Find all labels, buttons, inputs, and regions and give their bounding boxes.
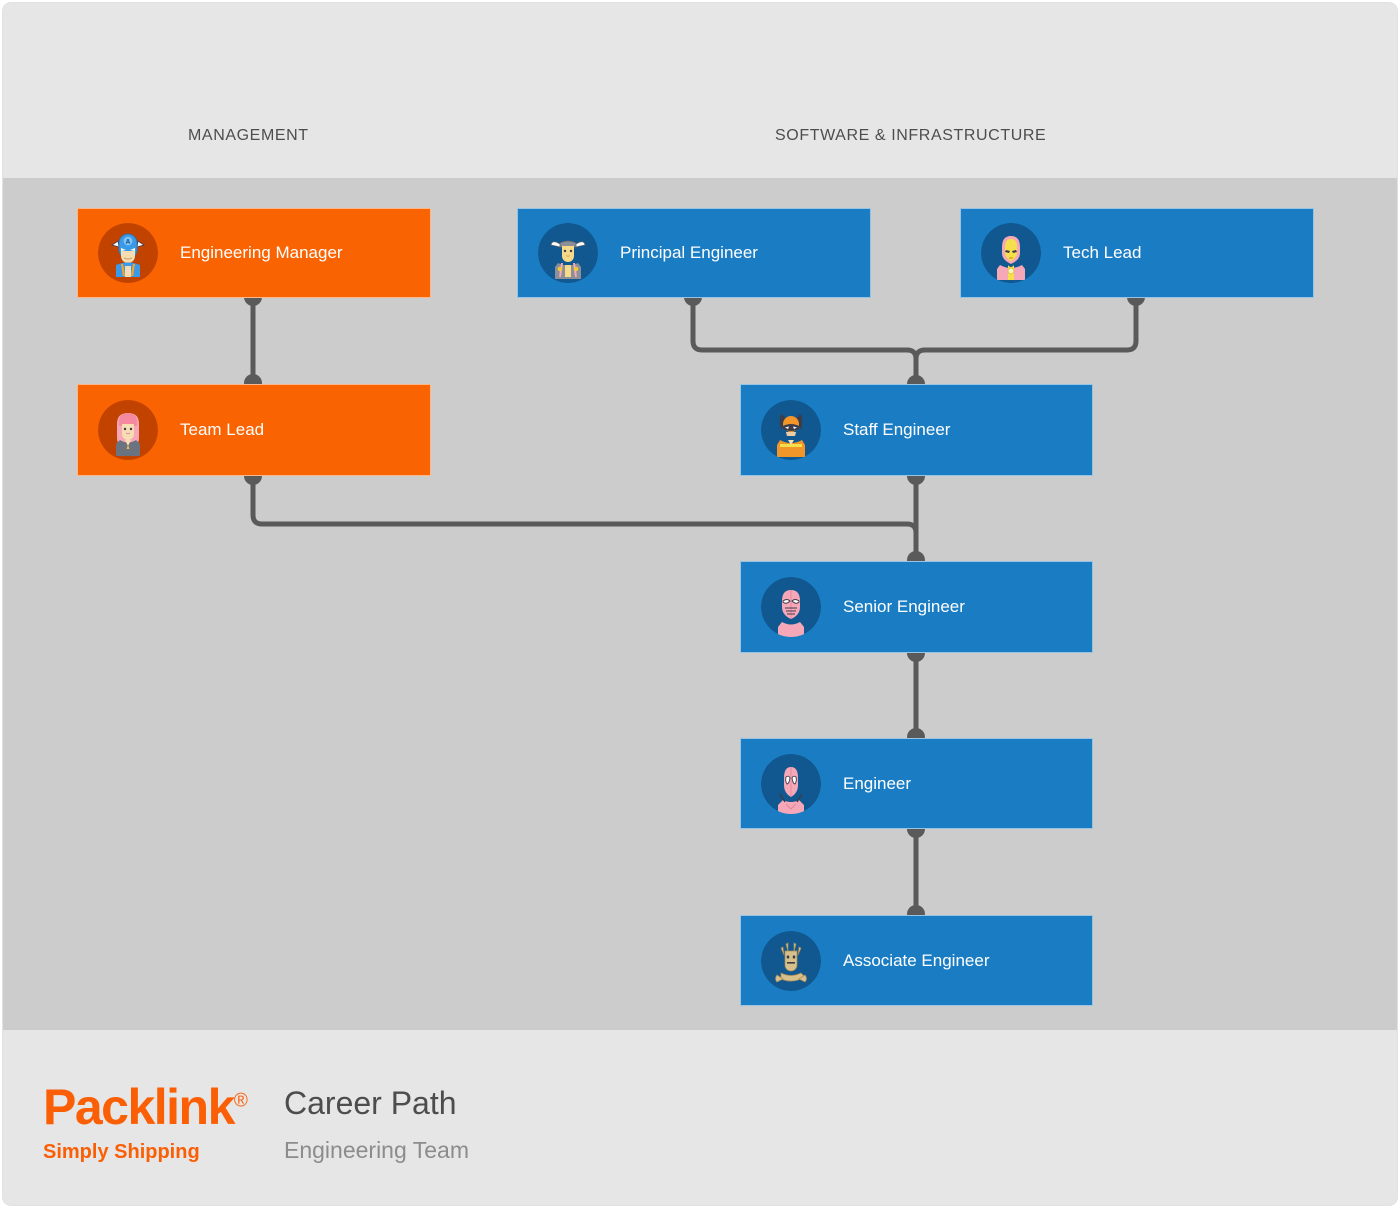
registered-trademark-icon: ® xyxy=(233,1090,248,1112)
node-associate-engineer[interactable]: Associate Engineer xyxy=(740,915,1093,1006)
node-label: Engineer xyxy=(843,773,912,793)
diagram-frame: MANAGEMENT SOFTWARE & INFRASTRUCTURE xyxy=(3,3,1397,1205)
column-header-software-infrastructure: SOFTWARE & INFRASTRUCTURE xyxy=(775,127,1047,144)
node-label: Senior Engineer xyxy=(843,597,965,616)
brand-wordmark: Packlink xyxy=(43,1079,235,1135)
female-hero-avatar-icon xyxy=(98,400,158,460)
node-engineering-manager[interactable]: A Engineering Manager xyxy=(77,208,431,298)
node-tech-lead[interactable]: Tech Lead xyxy=(960,208,1314,298)
groot-avatar-icon xyxy=(761,930,821,991)
svg-text:A: A xyxy=(126,239,131,246)
connector-layer xyxy=(244,288,1145,923)
wolverine-avatar-icon xyxy=(761,400,821,460)
packlink-logo: Packlink® Simply Shipping xyxy=(43,1082,248,1164)
node-principal-engineer[interactable]: Principal Engineer xyxy=(517,208,871,298)
column-header-band: MANAGEMENT SOFTWARE & INFRASTRUCTURE xyxy=(3,3,1397,178)
node-label: Team Lead xyxy=(180,420,265,439)
node-team-lead[interactable]: Team Lead xyxy=(77,384,431,476)
document-subtitle: Engineering Team xyxy=(284,1137,469,1164)
node-engineer[interactable]: Engineer xyxy=(740,738,1093,829)
connector-principal-engineer-to-staff-engineer xyxy=(690,297,919,387)
node-label: Principal Engineer xyxy=(620,243,758,262)
column-header-management: MANAGEMENT xyxy=(188,127,309,144)
node-label: Tech Lead xyxy=(1063,243,1142,262)
node-label: Engineering Manager xyxy=(180,243,343,262)
deadpool-avatar-icon xyxy=(761,753,821,814)
node-staff-engineer[interactable]: Staff Engineer xyxy=(740,384,1093,476)
connector-tech-lead-to-staff-engineer xyxy=(913,297,1139,387)
brand-tagline: Simply Shipping xyxy=(43,1141,200,1163)
brand-name: Packlink® xyxy=(43,1082,248,1132)
document-titles: Career Path Engineering Team xyxy=(284,1085,469,1164)
captain-america-avatar-icon: A xyxy=(98,223,158,283)
document-title: Career Path xyxy=(284,1085,457,1121)
node-label: Associate Engineer xyxy=(843,950,990,970)
node-senior-engineer[interactable]: Senior Engineer xyxy=(740,561,1093,653)
diagram-canvas: A Engineering Manager xyxy=(3,178,1397,1030)
connector-team-lead-to-senior-engineer xyxy=(250,473,919,563)
thor-avatar-icon xyxy=(538,223,598,283)
footer-band: Packlink® Simply Shipping Career Path En… xyxy=(3,1030,1397,1205)
node-label: Staff Engineer xyxy=(843,420,951,439)
iron-man-avatar-icon xyxy=(981,223,1041,283)
masked-hero-avatar-icon xyxy=(761,577,821,637)
